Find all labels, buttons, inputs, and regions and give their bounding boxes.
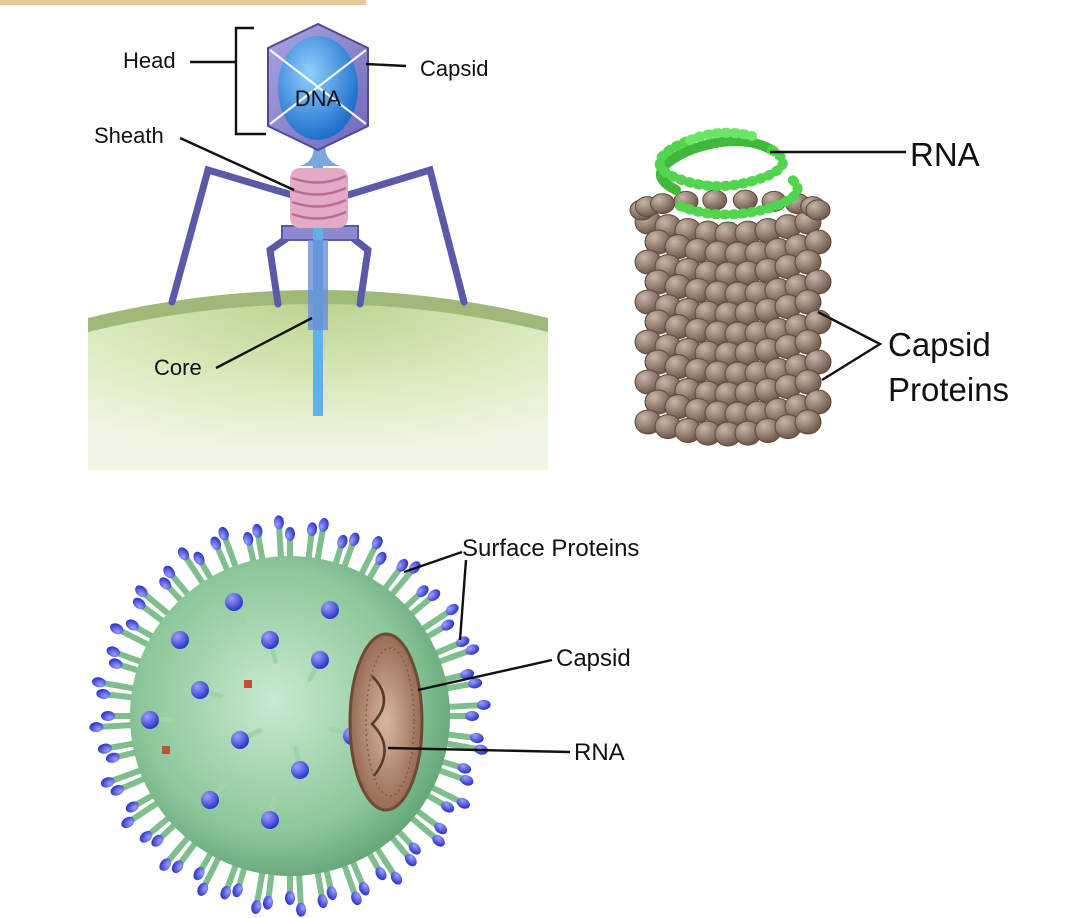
header-bar (0, 0, 366, 5)
head-label: Head (123, 48, 176, 73)
capsid-proteins-label-line1: Capsid (888, 326, 991, 363)
capsid-label-bottom: Capsid (556, 645, 631, 672)
core-leader (215, 316, 313, 370)
capsid-label: Capsid (420, 56, 488, 81)
rna-leader-bottom (387, 746, 571, 754)
inner-spikes (141, 593, 361, 829)
capsid-protein-cylinder (629, 189, 832, 447)
sheath (290, 168, 348, 228)
rna-label-top: RNA (910, 136, 980, 173)
enveloped-virus-labels: Surface Proteins Capsid RNA (387, 535, 639, 766)
helical-virus-labels: RNA Capsid Proteins (770, 136, 1009, 408)
capsid-leader-bottom (417, 658, 553, 692)
capsid-leader (365, 62, 407, 68)
bacteriophage-illustration: DNA (88, 22, 548, 470)
dna-label: DNA (295, 86, 342, 111)
enveloped-virus-illustration (89, 515, 491, 917)
bacteriophage-labels: Head Capsid Sheath Core (94, 26, 488, 380)
surface-proteins-leader-1 (403, 550, 463, 574)
helical-virus-illustration (629, 127, 832, 447)
sheath-leader (179, 136, 295, 192)
host-cell-membrane (88, 290, 548, 332)
capsid-cutaway (348, 632, 424, 812)
head-bracket (234, 26, 266, 136)
capsid-proteins-leader (817, 310, 883, 382)
sheath-label: Sheath (94, 123, 164, 148)
capsid-proteins-label-line2: Proteins (888, 371, 1009, 408)
surface-proteins-label: Surface Proteins (462, 535, 639, 562)
core-label: Core (154, 355, 202, 380)
rna-label-bottom: RNA (574, 739, 625, 766)
rna-helix (654, 127, 803, 220)
rna-strand (370, 675, 386, 777)
surface-proteins-leader-2 (458, 559, 468, 641)
